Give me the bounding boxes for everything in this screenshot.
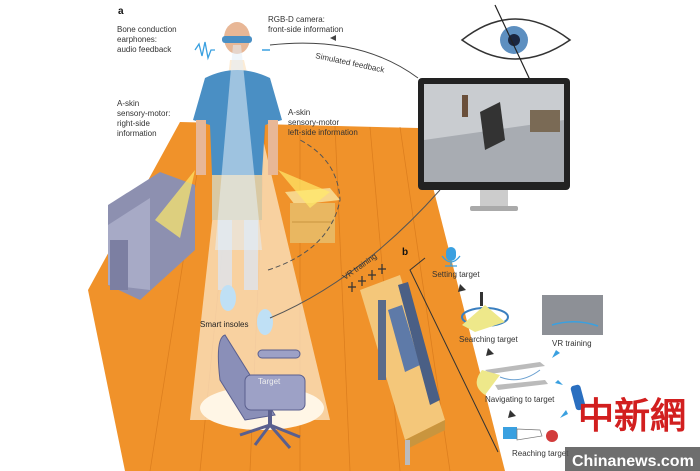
panel-b-label: b (402, 247, 408, 258)
step-navigating-target: Navigating to target (485, 395, 555, 404)
person-camera-beam (215, 45, 262, 250)
panel-b-bracket (409, 257, 499, 453)
watermark-chinese: 中新網 (578, 395, 686, 437)
smart-insole-right (257, 309, 273, 335)
simulated-feedback-arrow (269, 42, 419, 79)
askin-left-label: A-skin sensory-motor left-side informati… (288, 108, 358, 137)
rgbd-camera-label: RGB-D camera: front-side information (268, 15, 343, 34)
navigating-target-icon (476, 362, 548, 395)
microphone-icon (441, 247, 461, 267)
vr-monitor (418, 78, 570, 211)
vr-training-b-label: VR training (552, 339, 592, 348)
reaching-hand-icon (503, 427, 543, 441)
askin-right-label: A-skin sensory-motor: right-side informa… (117, 99, 173, 138)
panel-a-label: a (118, 6, 124, 17)
eye-icon (460, 4, 572, 81)
glasses-camera (222, 36, 252, 43)
right-side-sensing-beam (155, 170, 195, 238)
audio-wave-icon (194, 41, 215, 61)
walking-path (267, 139, 341, 271)
apple-target-icon (546, 430, 558, 442)
step-searching-target: Searching target (459, 335, 518, 344)
desk (360, 275, 445, 465)
target-label: Target (258, 377, 281, 386)
vr-training-thumbnail (542, 295, 603, 335)
step-setting-target: Setting target (432, 270, 480, 279)
training-signal-icon (348, 264, 386, 292)
step-arrows (458, 284, 516, 418)
watermark-bar (565, 447, 700, 471)
vr-training-arrows (552, 350, 568, 418)
searching-target-icon (461, 292, 509, 332)
vr-training-arrow (269, 189, 441, 319)
left-side-sensing-beam (278, 170, 330, 208)
wearable-sensor-icon (570, 384, 586, 411)
step-reaching-target: Reaching target (512, 449, 569, 458)
watermark-site: Chinanews.com (572, 453, 694, 470)
bone-conduction-label: Bone conduction earphones: audio feedbac… (117, 25, 179, 54)
smart-insoles-label: Smart insoles (200, 320, 248, 329)
smart-insole-left (220, 285, 236, 311)
office-chair-target (217, 334, 306, 449)
